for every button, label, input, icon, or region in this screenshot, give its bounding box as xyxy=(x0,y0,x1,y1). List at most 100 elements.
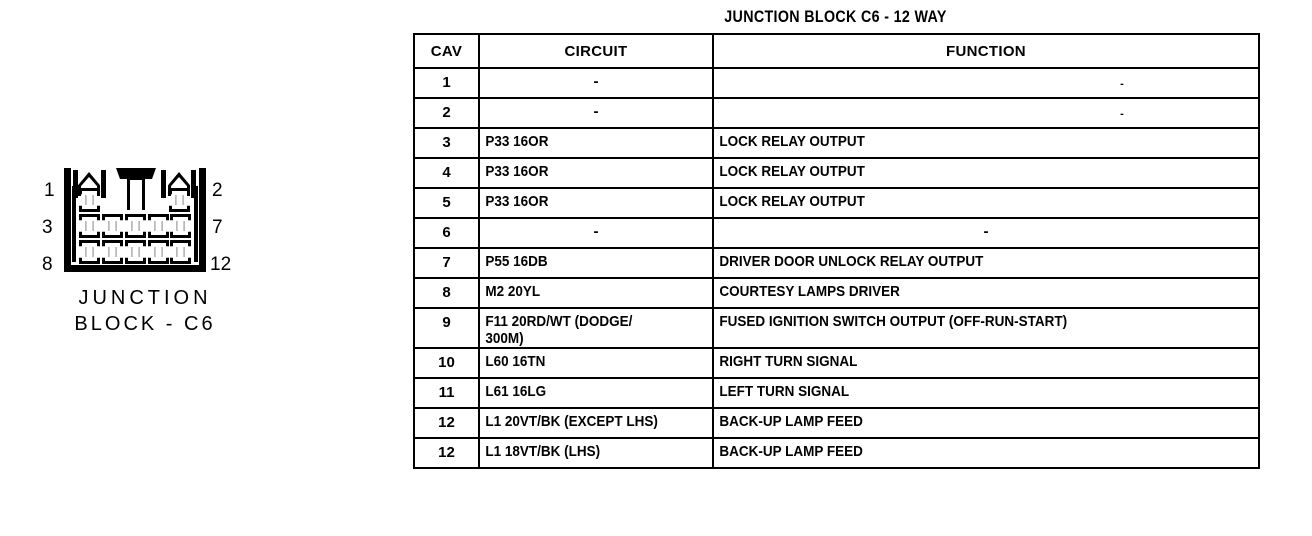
cell-cav: 11 xyxy=(413,377,480,409)
function-description: FUSED IGNITION SWITCH OUTPUT (OFF-RUN-ST… xyxy=(719,313,1068,330)
housing-top-rib-a xyxy=(73,170,78,198)
cav-number: 4 xyxy=(442,164,451,181)
connector-latch-icon xyxy=(116,168,156,210)
housing-top-rib-c xyxy=(161,170,166,198)
connector-caption-line-1: JUNCTION xyxy=(78,287,212,309)
pin-label-3: 3 xyxy=(42,217,53,238)
cell-cav: 8 xyxy=(413,277,480,309)
column-header-function: FUNCTION xyxy=(712,33,1260,69)
cell-cav: 6 xyxy=(413,217,480,249)
circuit-code: L60 16TN xyxy=(485,353,546,370)
cell-circuit: - xyxy=(478,217,714,249)
circuit-code: F11 20RD/WT (DODGE/ 300M) xyxy=(485,313,633,347)
cavity-10 xyxy=(125,240,146,264)
function-description: LOCK RELAY OUTPUT xyxy=(719,133,865,150)
cav-number: 6 xyxy=(442,224,451,241)
cell-cav: 3 xyxy=(413,127,480,159)
cavity-6 xyxy=(148,214,169,238)
cav-number: 7 xyxy=(442,254,451,271)
cell-cav: 1 xyxy=(413,67,480,99)
cell-circuit: L1 20VT/BK (EXCEPT LHS) xyxy=(478,407,714,439)
cav-number: 9 xyxy=(442,314,451,331)
cell-cav: 10 xyxy=(413,347,480,379)
circuit-code: P33 16OR xyxy=(485,193,549,210)
cav-number: 3 xyxy=(442,134,451,151)
housing-right-wall xyxy=(199,168,206,272)
circuit-code: L61 16LG xyxy=(485,383,547,400)
cell-circuit: P33 16OR xyxy=(478,187,714,219)
connector-drawing: 1 3 8 2 7 12 xyxy=(40,160,240,274)
cavity-9 xyxy=(102,240,123,264)
circuit-code: L1 20VT/BK (EXCEPT LHS) xyxy=(485,413,658,430)
pin-label-1: 1 xyxy=(44,180,55,201)
cav-number: 8 xyxy=(442,284,451,301)
housing-top-rib-d xyxy=(191,170,196,198)
table-header-row: CAV CIRCUIT FUNCTION xyxy=(413,33,1260,69)
housing-inner-right-rib xyxy=(194,186,198,262)
circuit-code: M2 20YL xyxy=(485,283,541,300)
cell-circuit: L60 16TN xyxy=(478,347,714,379)
table-row: 2-- xyxy=(413,97,1260,129)
function-description: LOCK RELAY OUTPUT xyxy=(719,163,865,180)
cell-function: LOCK RELAY OUTPUT xyxy=(712,157,1260,189)
table-row: 8 M2 20YL COURTESY LAMPS DRIVER xyxy=(413,277,1260,309)
housing-top-rib-b xyxy=(101,170,106,198)
cell-function: DRIVER DOOR UNLOCK RELAY OUTPUT xyxy=(712,247,1260,279)
cell-function: RIGHT TURN SIGNAL xyxy=(712,347,1260,379)
column-header-cav: CAV xyxy=(413,33,480,69)
function-description: - xyxy=(1120,78,1124,90)
function-description: RIGHT TURN SIGNAL xyxy=(719,353,858,370)
housing-bottom-wall xyxy=(64,265,206,272)
cavity-4 xyxy=(102,214,123,238)
function-description: BACK-UP LAMP FEED xyxy=(719,443,863,460)
pin-label-2: 2 xyxy=(212,180,223,201)
housing-inner-left-rib xyxy=(72,186,76,262)
cell-circuit: P55 16DB xyxy=(478,247,714,279)
cell-circuit: P33 16OR xyxy=(478,157,714,189)
cell-cav: 2 xyxy=(413,97,480,129)
cell-circuit: P33 16OR xyxy=(478,127,714,159)
cell-circuit: F11 20RD/WT (DODGE/ 300M) xyxy=(478,307,714,349)
cavity-5 xyxy=(125,214,146,238)
cell-function: BACK-UP LAMP FEED xyxy=(712,407,1260,439)
circuit-code: - xyxy=(593,223,599,240)
circuit-code: P33 16OR xyxy=(485,133,549,150)
connector-caption-line-2: BLOCK - C6 xyxy=(74,313,216,335)
cav-number: 1 xyxy=(442,74,451,91)
pin-label-12: 12 xyxy=(210,254,232,275)
circuit-code: - xyxy=(593,73,599,90)
pin-label-8: 8 xyxy=(42,254,53,275)
cell-function: LOCK RELAY OUTPUT xyxy=(712,127,1260,159)
cavity-11 xyxy=(148,240,169,264)
circuit-code: P55 16DB xyxy=(485,253,548,270)
table-title: JUNCTION BLOCK C6 - 12 WAY xyxy=(724,7,947,26)
cell-circuit: - xyxy=(478,97,714,129)
function-description: BACK-UP LAMP FEED xyxy=(719,413,863,430)
cavity-7 xyxy=(170,214,191,238)
function-description: LEFT TURN SIGNAL xyxy=(719,383,850,400)
table-row: 11 L61 16LG LEFT TURN SIGNAL xyxy=(413,377,1260,409)
connector-caption: JUNCTION BLOCK - C6 xyxy=(0,285,290,337)
cav-number: 10 xyxy=(438,354,455,371)
cav-number: 12 xyxy=(438,444,455,461)
cell-function: LEFT TURN SIGNAL xyxy=(712,377,1260,409)
cell-cav: 4 xyxy=(413,157,480,189)
cell-function: COURTESY LAMPS DRIVER xyxy=(712,277,1260,309)
cav-number: 11 xyxy=(438,384,455,401)
circuit-code: L1 18VT/BK (LHS) xyxy=(485,443,601,460)
cell-function: BACK-UP LAMP FEED xyxy=(712,437,1260,469)
cell-cav: 7 xyxy=(413,247,480,279)
cavity-12 xyxy=(170,240,191,264)
pin-label-7: 7 xyxy=(212,217,223,238)
table-row: 6 - - xyxy=(413,217,1260,249)
cavity-2 xyxy=(169,188,190,212)
cav-number: 5 xyxy=(442,194,451,211)
cav-number: 2 xyxy=(442,104,451,121)
function-description: COURTESY LAMPS DRIVER xyxy=(719,283,900,300)
cavity-1 xyxy=(79,188,100,212)
cell-cav: 5 xyxy=(413,187,480,219)
function-description: - xyxy=(983,223,989,240)
table-row: 12 L1 18VT/BK (LHS) BACK-UP LAMP FEED xyxy=(413,437,1260,469)
